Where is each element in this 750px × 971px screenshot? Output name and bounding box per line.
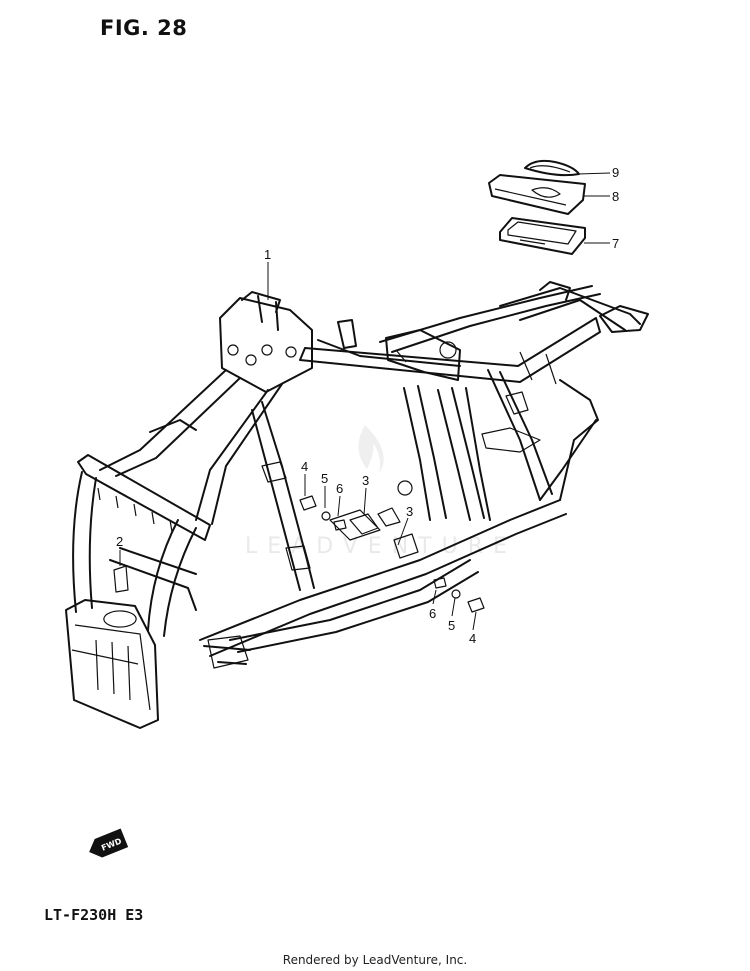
callout-1: 1 <box>264 247 271 262</box>
footer-credit: Rendered by LeadVenture, Inc. <box>282 953 468 967</box>
callout-4-right: 4 <box>469 631 476 646</box>
callout-7: 7 <box>612 236 619 251</box>
leader-lines <box>119 172 611 631</box>
callout-3-lower: 3 <box>406 504 413 519</box>
callouts: 1 2 3 3 4 4 5 5 6 6 7 8 9 <box>116 165 619 646</box>
figure-title: FIG. 28 <box>100 16 188 40</box>
model-code: LT-F230H E3 <box>44 906 144 924</box>
callout-3-upper: 3 <box>362 473 369 488</box>
callout-5-right: 5 <box>448 618 455 633</box>
callout-5-left: 5 <box>321 471 328 486</box>
fwd-arrow-icon: FWD <box>89 828 129 858</box>
callout-6-right: 6 <box>429 606 436 621</box>
callout-8: 8 <box>612 189 619 204</box>
callout-2: 2 <box>116 534 123 549</box>
storage-box-parts <box>488 159 586 255</box>
callout-4-left: 4 <box>301 459 308 474</box>
callout-6-left: 6 <box>336 481 343 496</box>
atv-frame <box>65 281 649 729</box>
callout-9: 9 <box>612 165 619 180</box>
